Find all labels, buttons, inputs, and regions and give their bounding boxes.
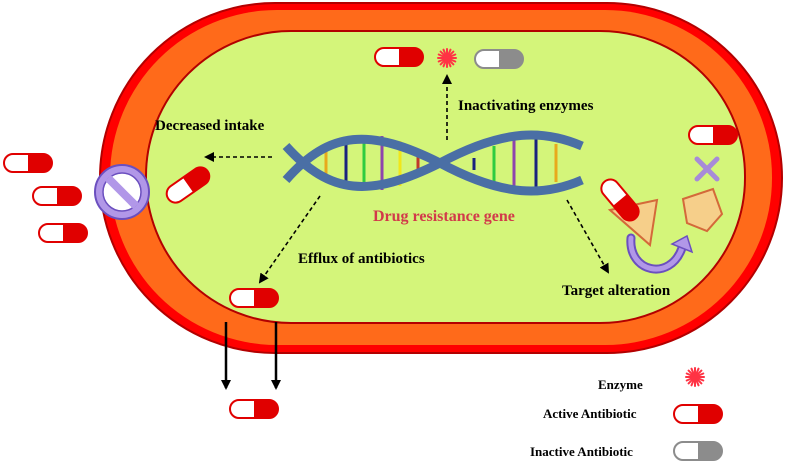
- arrow-to-efflux: [258, 195, 321, 284]
- outside-capsule-1: [3, 153, 53, 173]
- legend-active-label: Active Antibiotic: [543, 406, 637, 421]
- capsule-top-right: [688, 125, 738, 145]
- legend-inactive-capsule: [673, 441, 723, 461]
- dna-double-helix: [282, 130, 584, 196]
- drug-resistance-gene-label: Drug resistance gene: [373, 208, 515, 225]
- inactivating-enzymes-label: Inactivating enzymes: [458, 98, 594, 114]
- x-mark-icon: [694, 156, 720, 182]
- enzyme-star-icon: [437, 48, 457, 68]
- outside-capsule-2: [32, 186, 82, 206]
- active-antibiotic-capsule: [374, 47, 424, 67]
- altered-target-shape: [681, 187, 724, 233]
- efflux-arrows: [221, 322, 281, 390]
- outside-capsule-3: [38, 223, 88, 243]
- legend: Enzyme Active Antibiotic Inactive Antibi…: [530, 367, 723, 461]
- legend-active-capsule: [673, 404, 723, 424]
- legend-enzyme-icon: [685, 367, 705, 387]
- curved-arrow-icon: [626, 233, 694, 274]
- cytoplasm: [145, 30, 746, 324]
- inactive-antibiotic-capsule: [474, 49, 524, 69]
- dashed-arrows: [204, 74, 609, 284]
- legend-inactive-label: Inactive Antibiotic: [530, 444, 633, 459]
- efflux-capsule-inside: [229, 288, 279, 308]
- target-alteration-label: Target alteration: [562, 283, 671, 299]
- efflux-label: Efflux of antibiotics: [298, 251, 425, 267]
- no-entry-icon: [94, 164, 150, 220]
- legend-enzyme-label: Enzyme: [598, 377, 643, 392]
- decreased-intake-label: Decreased intake: [155, 118, 265, 134]
- efflux-capsule-outside: [229, 399, 279, 419]
